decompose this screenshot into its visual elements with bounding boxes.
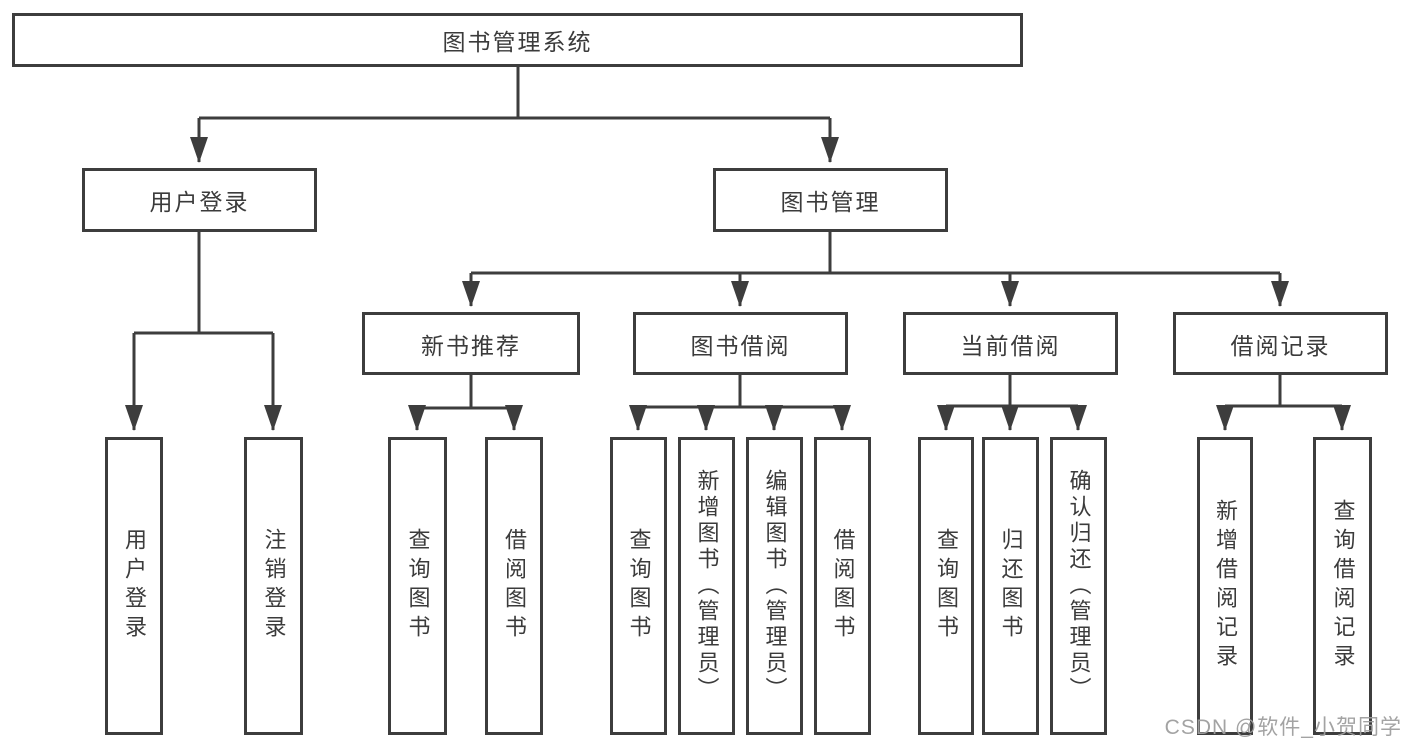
connector-borrow-records-split (1225, 375, 1342, 408)
watermark: CSDN @软件_小贺同学 (1164, 716, 1402, 739)
leaf-bb-query-books-label: 查询图书 (626, 528, 652, 644)
node-root-system-label: 图书管理系统 (442, 29, 593, 55)
leaf-bb-add-books-admin: 新增图书（管理员） (678, 437, 735, 735)
node-borrow-records: 借阅记录 (1173, 312, 1388, 375)
connector-current-borrow-split (946, 375, 1078, 408)
node-borrow-records-label: 借阅记录 (1230, 332, 1331, 359)
leaf-nb-query-books: 查询图书 (388, 437, 447, 735)
leaf-cb-return-books: 归还图书 (982, 437, 1039, 735)
leaf-cb-return-books-label: 归还图书 (998, 528, 1024, 644)
leaf-bb-edit-books-admin-label: 编辑图书（管理员） (762, 469, 788, 703)
leaf-bb-borrow-books: 借阅图书 (814, 437, 871, 735)
leaf-br-query-record: 查询借阅记录 (1313, 437, 1372, 735)
leaf-logout-label: 注销登录 (261, 528, 287, 644)
leaf-bb-edit-books-admin: 编辑图书（管理员） (746, 437, 803, 735)
node-book-borrow-label: 图书借阅 (690, 332, 791, 359)
leaf-user-login: 用户登录 (105, 437, 163, 735)
connector-book-borrow-split (638, 375, 842, 409)
leaf-br-add-record-label: 新增借阅记录 (1213, 499, 1238, 673)
node-book-mgmt-label: 图书管理 (780, 189, 881, 215)
node-user-login: 用户登录 (82, 168, 317, 232)
node-book-mgmt: 图书管理 (713, 168, 948, 232)
leaf-user-login-label: 用户登录 (122, 528, 147, 644)
leaf-logout: 注销登录 (244, 437, 303, 735)
leaf-nb-borrow-books-label: 借阅图书 (502, 528, 527, 644)
connector-book-mgmt-split (471, 232, 1280, 275)
leaf-nb-query-books-label: 查询图书 (405, 528, 431, 644)
leaf-bb-add-books-admin-label: 新增图书（管理员） (694, 469, 720, 703)
leaf-cb-confirm-return-admin-label: 确认归还（管理员） (1066, 469, 1092, 703)
node-new-books-label: 新书推荐 (421, 332, 521, 359)
leaf-cb-confirm-return-admin: 确认归还（管理员） (1050, 437, 1107, 735)
node-root-system: 图书管理系统 (12, 13, 1023, 67)
node-user-login-label: 用户登录 (149, 189, 250, 215)
leaf-bb-query-books: 查询图书 (610, 437, 667, 735)
connector-new-books-split (417, 375, 514, 410)
leaf-nb-borrow-books: 借阅图书 (485, 437, 543, 735)
connector-user-login-split (134, 232, 273, 335)
node-book-borrow: 图书借阅 (633, 312, 848, 375)
node-current-borrow-label: 当前借阅 (960, 332, 1061, 359)
leaf-cb-query-books: 查询图书 (918, 437, 974, 735)
connector-root-split (199, 67, 830, 120)
leaf-br-add-record: 新增借阅记录 (1197, 437, 1253, 735)
node-new-books: 新书推荐 (362, 312, 580, 375)
leaf-cb-query-books-label: 查询图书 (934, 528, 959, 644)
leaf-bb-borrow-books-label: 借阅图书 (830, 528, 856, 644)
node-current-borrow: 当前借阅 (903, 312, 1118, 375)
leaf-br-query-record-label: 查询借阅记录 (1330, 499, 1356, 673)
